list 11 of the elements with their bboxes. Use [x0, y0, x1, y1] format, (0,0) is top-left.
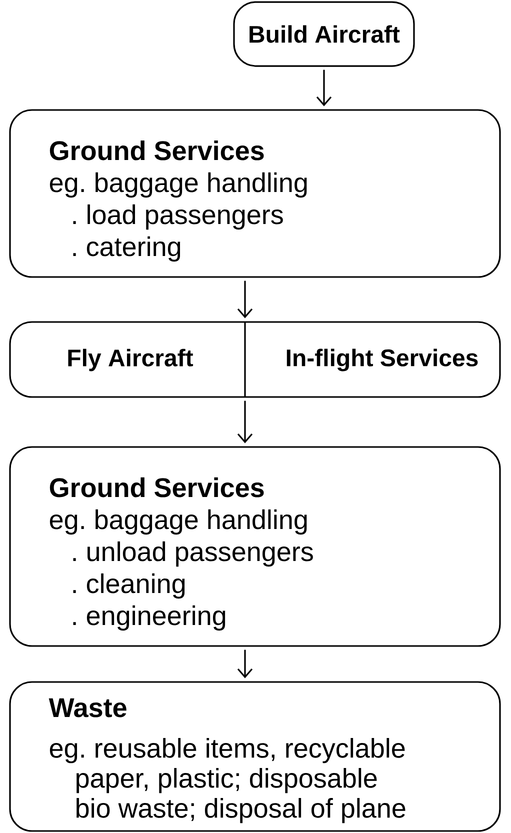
process-box: Build Aircraft: [233, 1, 415, 67]
process-box: Ground Services eg. baggage handling . load passengers . catering: [9, 109, 501, 278]
arrow: [316, 96, 332, 106]
box-label: Fly Aircraft: [68, 348, 194, 372]
process-box: Waste eg. reusable items, recyclable paper, plastic; disposable bio waste; disposal of plane: [9, 681, 501, 832]
arrow: [237, 433, 253, 444]
process-box: Ground Services eg. baggage handling . unload passengers . cleaning . engineering: [9, 446, 501, 647]
split-box: [9, 321, 501, 398]
arrow: [237, 668, 253, 678]
arrow: [237, 308, 253, 318]
box-label: In-flight Services: [286, 348, 478, 372]
